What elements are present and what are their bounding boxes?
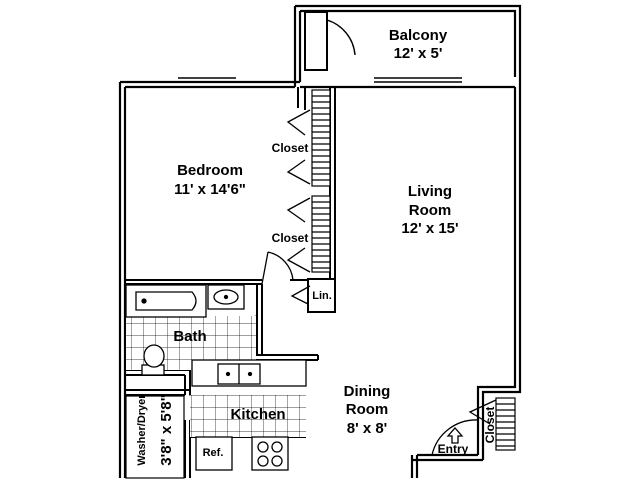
closet-doors bbox=[286, 109, 497, 425]
kitchen-fixtures bbox=[190, 359, 307, 471]
closet-shelves bbox=[311, 89, 516, 451]
living-name-line2: Room bbox=[409, 202, 452, 219]
bath-name: Bath bbox=[173, 328, 206, 345]
balcony-name: Balcony bbox=[389, 27, 448, 44]
dining-dims: 8' x 8' bbox=[347, 420, 388, 437]
balcony-dims: 12' x 5' bbox=[394, 45, 443, 62]
living-dims: 12' x 15' bbox=[401, 220, 458, 237]
kitchen-name: Kitchen bbox=[230, 406, 285, 423]
washer-dryer-area bbox=[125, 395, 185, 479]
entry-arrow-icon bbox=[446, 427, 464, 444]
linen-label: Lin. bbox=[312, 290, 332, 302]
balcony-door bbox=[178, 11, 462, 83]
dining-name-line1: Dining bbox=[344, 383, 391, 400]
dining-name-line2: Room bbox=[346, 401, 389, 418]
bedroom-name: Bedroom bbox=[177, 162, 243, 179]
living-name-line1: Living bbox=[408, 183, 452, 200]
washer-dryer-name: Washer/Dryer bbox=[136, 394, 148, 466]
closet-lower-label: Closet bbox=[272, 231, 309, 245]
closet-entry-label: Closet bbox=[483, 407, 497, 444]
washer-dryer-dims: 3'8" x 5'8" bbox=[158, 394, 175, 465]
bath-fixtures bbox=[125, 284, 256, 376]
closet-upper-label: Closet bbox=[272, 141, 309, 155]
entry-label: Entry bbox=[438, 442, 469, 456]
bedroom-dims: 11' x 14'6" bbox=[174, 181, 246, 198]
refrigerator-label: Ref. bbox=[203, 447, 224, 459]
